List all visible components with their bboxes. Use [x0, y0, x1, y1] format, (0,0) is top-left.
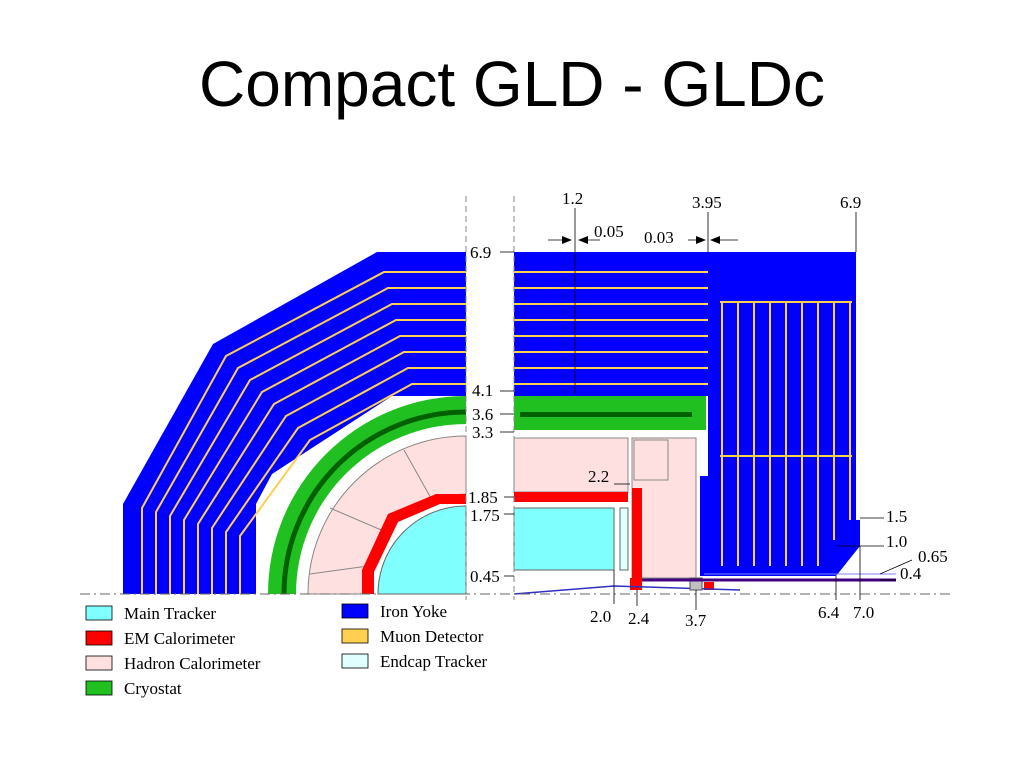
label-gap-0-03: 0.03: [644, 228, 674, 247]
legend-label-cryostat: Cryostat: [124, 679, 182, 698]
iron-yoke-endcap: [700, 252, 860, 576]
label-z-6-9: 6.9: [840, 193, 861, 212]
muon-detector-barrel: [514, 271, 708, 385]
legend-swatch-iron-yoke: [341, 603, 369, 619]
label-gap-0-05: 0.05: [594, 222, 624, 241]
label-r-4-1: 4.1: [472, 381, 493, 400]
z-bottom-labels: 2.0 2.4 3.7 6.4 7.0: [590, 603, 874, 630]
em-calorimeter-barrel: [514, 492, 628, 502]
legend-swatch-main-tracker: [85, 605, 113, 621]
label-r-3-6: 3.6: [472, 405, 493, 424]
legend-swatch-em-calorimeter: [85, 630, 113, 646]
legend-label-muon-detector: Muon Detector: [380, 627, 484, 646]
label-z-2-4: 2.4: [628, 609, 650, 628]
label-0-4: 0.4: [900, 564, 922, 583]
muon-detector-endcap: [720, 301, 852, 566]
iron-yoke-barrel: [514, 252, 708, 396]
label-z-3-7: 3.7: [685, 611, 707, 630]
gap-labels: 0.05 0.03: [594, 222, 674, 247]
label-z-1-2: 1.2: [562, 189, 583, 208]
main-tracker-barrel: [513, 507, 615, 571]
label-r-1-75: 1.75: [470, 506, 500, 525]
legend-label-main-tracker: Main Tracker: [124, 604, 216, 623]
legend-swatch-hadron-calorimeter: [85, 655, 113, 671]
label-2-2: 2.2: [588, 467, 609, 486]
em-calorimeter-small: [630, 578, 642, 590]
z-top-labels: 1.2 3.95 6.9: [562, 189, 861, 212]
dimension-lines: [500, 208, 913, 610]
main-tracker-left: [377, 505, 467, 595]
legend-swatch-cryostat: [85, 680, 113, 696]
label-0-65: 0.65: [918, 547, 948, 566]
hadron-endcap-corner: [633, 439, 669, 481]
legend-label-iron-yoke: Iron Yoke: [380, 602, 447, 621]
em-calorimeter-small-2: [704, 582, 714, 590]
cryostat-inner-line: [281, 409, 467, 595]
cryostat-arc: [268, 396, 466, 594]
em-calorimeter-arc: [362, 494, 466, 594]
label-1-0: 1.0: [886, 532, 907, 551]
label-z-7-0: 7.0: [853, 603, 874, 622]
label-z-3-95: 3.95: [692, 193, 722, 212]
legend-swatch-muon-detector: [341, 628, 369, 644]
hadron-calorimeter-barrel: [513, 437, 629, 493]
label-r-0-45: 0.45: [470, 567, 500, 586]
muon-detector-layers-left: [141, 271, 466, 594]
label-z-2-0: 2.0: [590, 607, 611, 626]
label-r-1-85: 1.85: [468, 488, 498, 507]
hadron-segment-lines: [309, 449, 433, 575]
arrow-heads: [562, 236, 720, 244]
legend-label-em-calorimeter: EM Calorimeter: [124, 629, 235, 648]
legend-swatch-endcap-tracker: [341, 653, 369, 669]
label-z-6-4: 6.4: [818, 603, 840, 622]
em-calorimeter-endcap: [632, 488, 642, 578]
label-1-5: 1.5: [886, 507, 907, 526]
page-title: Compact GLD - GLDc: [199, 48, 825, 120]
radial-labels: 6.9 4.1 3.6 3.3 1.85 1.75 0.45: [468, 243, 500, 586]
endcap-right-labels: 1.5 1.0 0.65 0.4: [886, 507, 948, 583]
label-r-3-3: 3.3: [472, 423, 493, 442]
legend-label-endcap-tracker: Endcap Tracker: [380, 652, 488, 671]
endcap-tracker: [619, 507, 629, 571]
legend-label-hadron-calorimeter: Hadron Calorimeter: [124, 654, 261, 673]
label-r-6-9: 6.9: [470, 243, 491, 262]
cryostat-coil: [520, 412, 692, 417]
